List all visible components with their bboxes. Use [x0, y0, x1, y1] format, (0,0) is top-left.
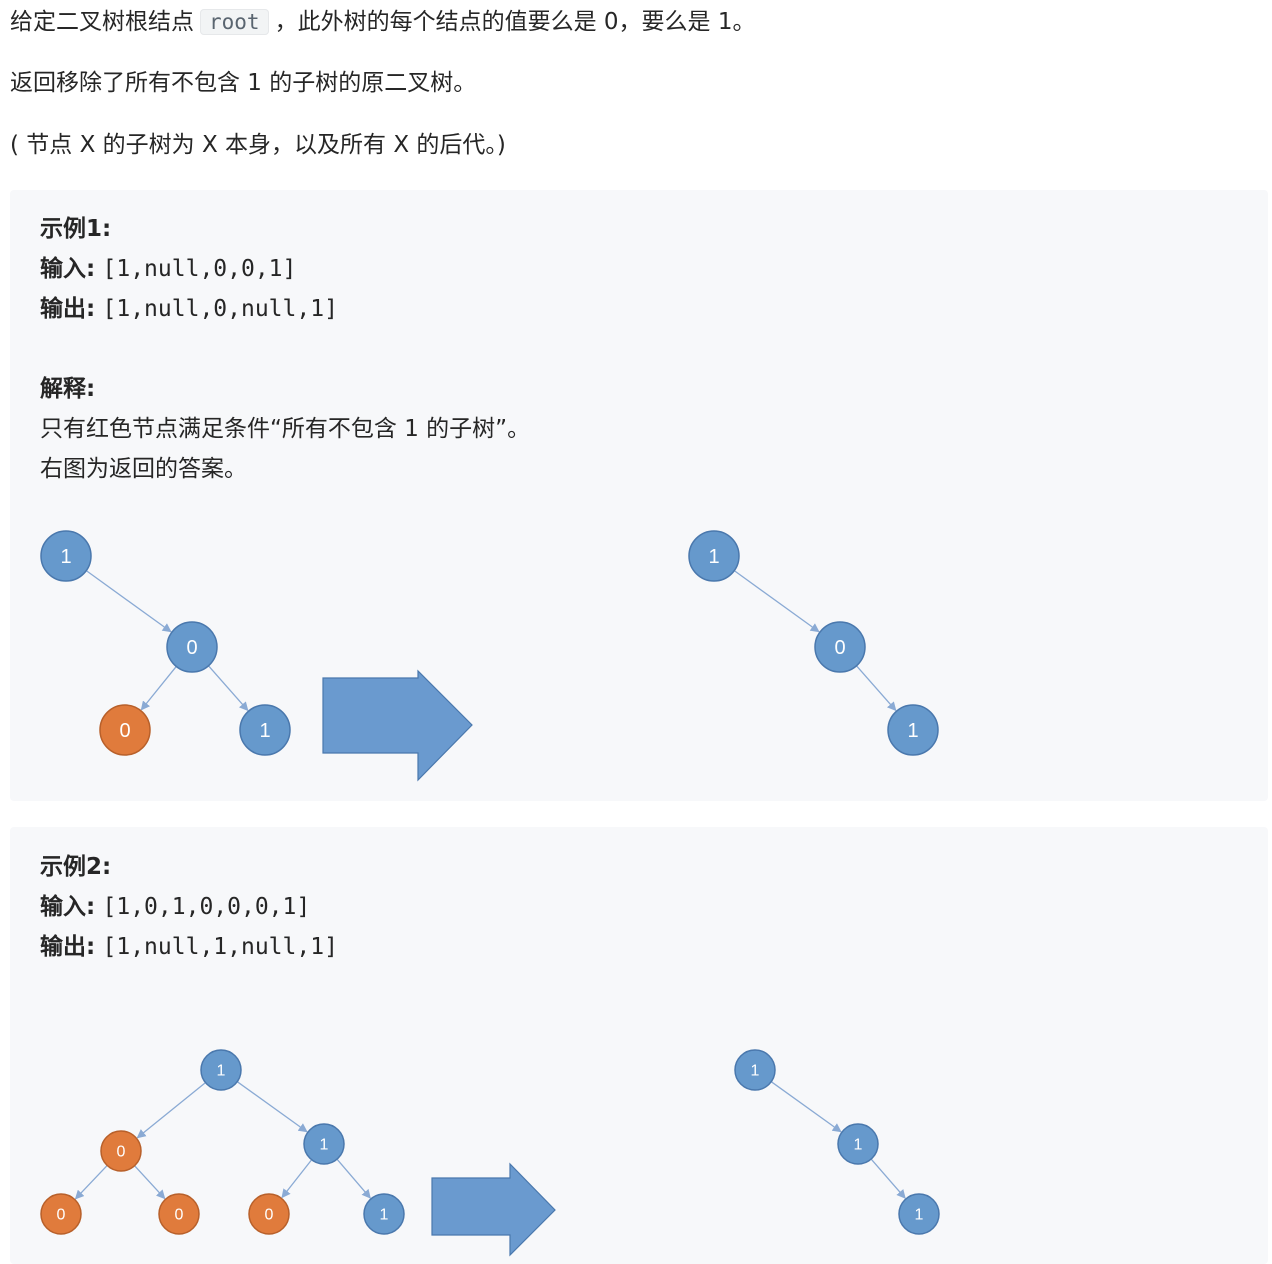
example-1-input: 输入: [1,null,0,0,1] [40, 253, 296, 285]
example-2-before-node-value: 1 [320, 1137, 329, 1154]
example-1-before-node-value: 0 [119, 720, 130, 742]
example-1-after-node-blue: 0 [814, 621, 866, 673]
example-2-output-label: 输出: [40, 934, 96, 960]
example-2-before-node-orange: 0 [100, 1130, 142, 1172]
example-2-after-node-value: 1 [751, 1063, 760, 1080]
example-2-input: 输入: [1,0,1,0,0,0,1] [40, 891, 310, 923]
example-2-before-edge [281, 1159, 313, 1199]
example-1-after-node-blue: 1 [688, 530, 740, 582]
example-2-transform-arrow [431, 1162, 556, 1257]
example-1-before-node-value: 0 [186, 637, 197, 659]
example-1-output-value: [1,null,0,null,1] [102, 296, 338, 322]
example-2-before-edge [336, 1158, 371, 1199]
example-1-input-value: [1,null,0,0,1] [102, 256, 297, 282]
example-1-transform-arrow [322, 669, 473, 782]
example-2-after-node-blue: 1 [837, 1123, 879, 1165]
example-1-input-label: 输入: [40, 256, 96, 282]
example-1-block: 示例1: 输入: [1,null,0,0,1] 输出: [1,null,0,nu… [10, 190, 1268, 801]
example-1-explain-label: 解释: [40, 376, 96, 402]
example-2-block: 示例2: 输入: [1,0,1,0,0,0,1] 输出: [1,null,1,n… [10, 827, 1268, 1264]
example-1-before-node-value: 1 [60, 546, 71, 568]
example-2-input-value: [1,0,1,0,0,0,1] [102, 894, 311, 920]
example-2-after-node-value: 1 [915, 1207, 924, 1224]
example-1-before-node-blue: 1 [40, 530, 92, 582]
intro-line-1-before: 给定二叉树根结点 [10, 9, 194, 35]
example-1-before-node-value: 1 [259, 720, 270, 742]
example-2-input-label: 输入: [40, 894, 96, 920]
example-2-before-node-blue: 1 [200, 1049, 242, 1091]
example-2-output: 输出: [1,null,1,null,1] [40, 931, 338, 963]
example-1-diagram: 1 0 0 1 1 0 1 [40, 530, 939, 782]
example-1-before-edge [208, 665, 249, 712]
example-1-after-edge [733, 570, 820, 633]
example-1-before-node-blue: 1 [239, 704, 291, 756]
example-2-before-node-value: 1 [380, 1207, 389, 1224]
example-2-before-node-value: 1 [217, 1063, 226, 1080]
example-2-after-node-value: 1 [854, 1137, 863, 1154]
example-2-before-node-value: 0 [117, 1144, 126, 1161]
example-2-after-node-blue: 1 [734, 1049, 776, 1091]
intro-line-3: ( 节点 X 的子树为 X 本身，以及所有 X 的后代。) [10, 132, 506, 158]
example-1-after-node-value: 1 [907, 720, 918, 742]
example-1-output-label: 输出: [40, 296, 96, 322]
example-1-explain-line-2: 右图为返回的答案。 [40, 456, 247, 482]
example-2-diagram: 1 0 1 0 0 0 1 1 1 1 [40, 1049, 940, 1257]
example-2-before-node-blue: 1 [363, 1193, 405, 1235]
example-2-after-edge [870, 1158, 906, 1199]
example-2-before-edge [74, 1165, 108, 1200]
example-1-explain-line-1: 只有红色节点满足条件“所有不包含 1 的子树”。 [40, 416, 531, 442]
example-2-after-edge [770, 1081, 842, 1133]
example-1-before-node-orange: 0 [99, 704, 151, 756]
example-1-before-edge [85, 570, 172, 633]
intro-line-1-after: ，此外树的每个结点的值要么是 0，要么是 1。 [274, 9, 756, 35]
example-1-output: 输出: [1,null,0,null,1] [40, 293, 338, 325]
example-1-after-node-value: 1 [708, 546, 719, 568]
example-1-after-edge [856, 665, 897, 712]
example-2-before-node-orange: 0 [158, 1193, 200, 1235]
example-2-before-node-value: 0 [57, 1207, 66, 1224]
inline-code-root: root [200, 9, 269, 35]
example-2-before-edge [134, 1165, 166, 1200]
example-2-before-node-blue: 1 [303, 1123, 345, 1165]
example-1-after-node-value: 0 [834, 637, 845, 659]
example-2-before-node-orange: 0 [248, 1193, 290, 1235]
example-2-after-node-blue: 1 [898, 1193, 940, 1235]
example-1-before-edge [140, 666, 177, 711]
example-2-before-edge [236, 1081, 308, 1133]
example-1-before-node-blue: 0 [166, 621, 218, 673]
example-1-after-node-blue: 1 [887, 704, 939, 756]
intro-line-2: 返回移除了所有不包含 1 的子树的原二叉树。 [10, 70, 477, 96]
example-1-title: 示例1: [40, 216, 112, 242]
example-2-before-node-value: 0 [265, 1207, 274, 1224]
example-2-before-edge [136, 1082, 206, 1139]
example-2-before-node-orange: 0 [40, 1193, 82, 1235]
example-2-title: 示例2: [40, 854, 112, 880]
example-2-output-value: [1,null,1,null,1] [102, 934, 338, 960]
example-2-before-node-value: 0 [175, 1207, 184, 1224]
